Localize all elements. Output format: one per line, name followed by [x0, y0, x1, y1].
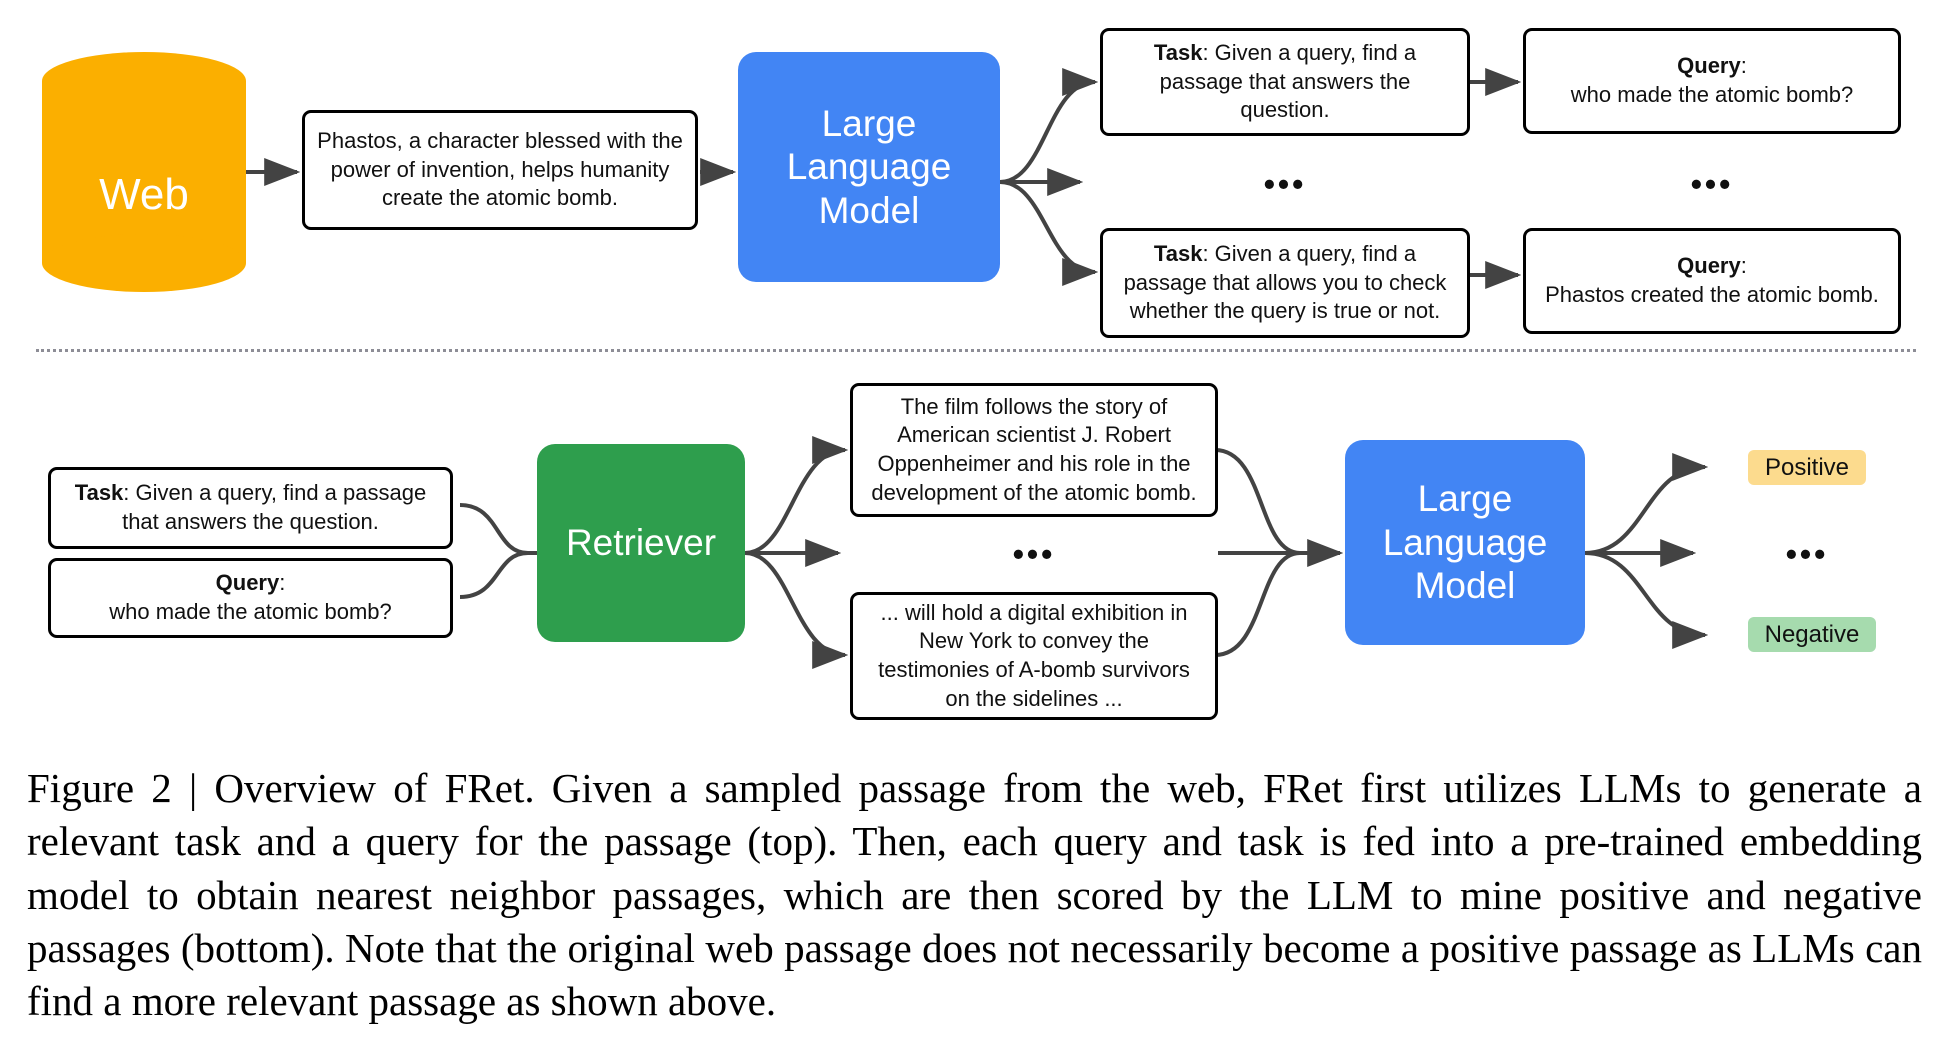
generated-query-text-1: Query: who made the atomic bomb?: [1536, 52, 1888, 109]
task-prefix-1: Task: [1153, 40, 1203, 66]
cylinder-bottom-ellipse: [42, 234, 246, 292]
figure-caption: Figure 2 | Overview of FRet. Given a sam…: [27, 762, 1922, 1028]
input-task-body: Given a query, find a passage that answe…: [122, 480, 427, 534]
arrow-retriever-to-passage2: [744, 551, 849, 669]
retriever-label: Retriever: [565, 522, 717, 564]
task-body-1: Given a query, find a passage that answe…: [1159, 40, 1417, 123]
input-task-text: Task: Given a query, find a passage that…: [61, 479, 440, 536]
input-task-prefix: Task: [74, 480, 124, 506]
figure-caption-text: Figure 2 | Overview of FRet. Given a sam…: [27, 765, 1922, 1025]
task-body-2: Given a query, find a passage that allow…: [1123, 241, 1447, 324]
retrieved-passage-box-1: The film follows the story of American s…: [850, 383, 1218, 517]
generated-task-text-1: Task: Given a query, find a passage that…: [1113, 39, 1457, 125]
input-query-prefix: Query: [215, 570, 280, 596]
arrow-llm-to-task1: [999, 68, 1099, 184]
arrow-retriever-to-passage1: [744, 436, 849, 555]
panel-divider: [36, 349, 1916, 352]
generated-task-text-2: Task: Given a query, find a passage that…: [1113, 240, 1457, 326]
query-ellipsis: •••: [1690, 166, 1734, 202]
arrow-task-merge-upper: [459, 503, 529, 555]
generated-query-box-2: Query: Phastos created the atomic bomb.: [1523, 228, 1901, 334]
arrow-passage1-merge: [1214, 448, 1301, 555]
llm-node-top: Large Language Model: [738, 52, 1000, 282]
query-body-1: who made the atomic bomb?: [1570, 82, 1854, 107]
cylinder-body: [42, 81, 246, 263]
input-query-text: Query: who made the atomic bomb?: [61, 569, 440, 626]
web-datastore-cylinder: Web: [42, 52, 246, 292]
generated-task-box-2: Task: Given a query, find a passage that…: [1100, 228, 1470, 338]
input-query-prefix-separator: :: [279, 570, 286, 596]
status-badge-negative: Negative: [1748, 617, 1876, 652]
output-ellipsis: •••: [1785, 536, 1829, 572]
arrow-llm-to-task2: [999, 180, 1099, 286]
retriever-node: Retriever: [537, 444, 745, 642]
source-passage-box: Phastos, a character blessed with the po…: [302, 110, 698, 230]
input-query-box: Query: who made the atomic bomb?: [48, 558, 453, 638]
arrow-llm-to-positive: [1584, 453, 1709, 555]
generated-query-text-2: Query: Phastos created the atomic bomb.: [1536, 252, 1888, 309]
task-ellipsis: •••: [1263, 166, 1307, 202]
query-prefix-1-separator: :: [1740, 53, 1747, 79]
negative-label: Negative: [1764, 620, 1860, 648]
generated-task-box-1: Task: Given a query, find a passage that…: [1100, 28, 1470, 136]
arrow-llm-to-negative: [1584, 551, 1709, 649]
source-passage-text: Phastos, a character blessed with the po…: [317, 128, 683, 211]
status-badge-positive: Positive: [1748, 450, 1866, 485]
llm-node-top-label: Large Language Model: [786, 102, 952, 231]
arrow-passage2-merge: [1214, 551, 1301, 657]
positive-label: Positive: [1764, 453, 1850, 481]
arrow-query-merge-lower: [459, 551, 529, 599]
query-prefix-2: Query: [1677, 253, 1741, 279]
retrieved-passage-box-2: ... will hold a digital exhibition in Ne…: [850, 592, 1218, 720]
web-label: Web: [99, 170, 189, 219]
llm-node-bottom-label: Large Language Model: [1382, 478, 1548, 607]
retrieved-passage-text-2: ... will hold a digital exhibition in Ne…: [878, 599, 1190, 711]
input-query-body: who made the atomic bomb?: [109, 599, 392, 624]
passage-ellipsis: •••: [1012, 536, 1056, 572]
query-body-2: Phastos created the atomic bomb.: [1545, 282, 1879, 307]
query-prefix-1: Query: [1677, 53, 1741, 79]
input-task-box: Task: Given a query, find a passage that…: [48, 467, 453, 549]
llm-node-bottom: Large Language Model: [1345, 440, 1585, 645]
task-prefix-2: Task: [1153, 241, 1203, 267]
task-prefix-2-separator: :: [1202, 241, 1209, 267]
task-prefix-1-separator: :: [1202, 40, 1209, 66]
query-prefix-2-separator: :: [1740, 253, 1747, 279]
generated-query-box-1: Query: who made the atomic bomb?: [1523, 28, 1901, 134]
input-task-prefix-separator: :: [123, 480, 130, 506]
retrieved-passage-text-1: The film follows the story of American s…: [871, 393, 1197, 505]
